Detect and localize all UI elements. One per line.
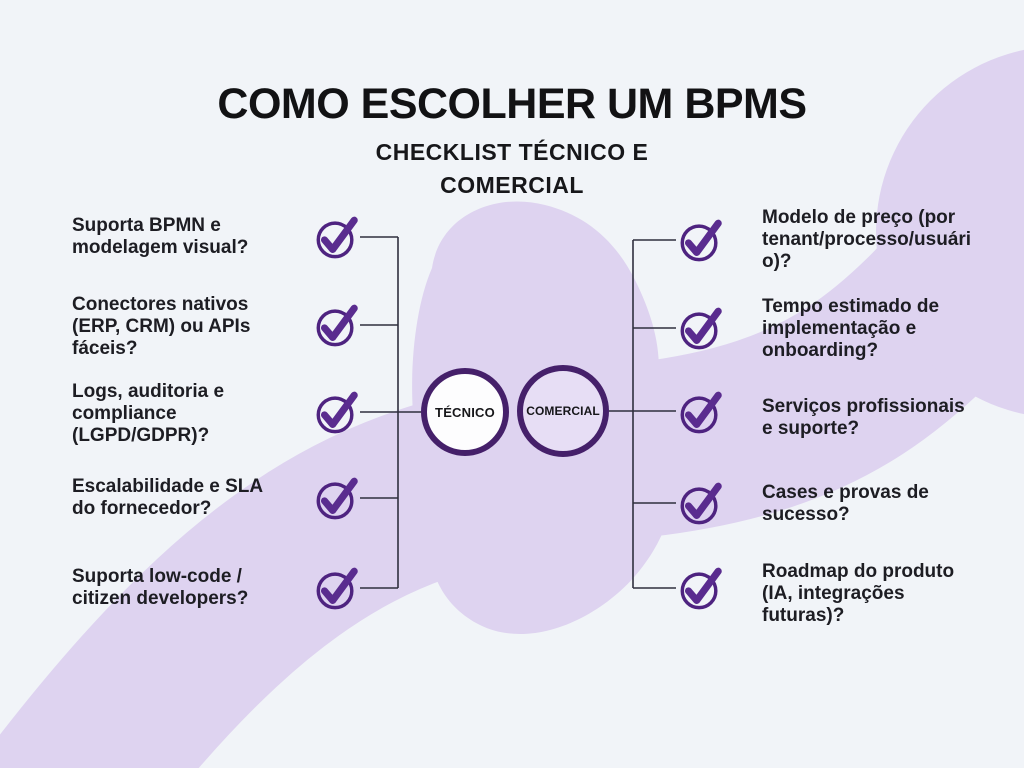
comercial-item-1-label: Modelo de preço (por tenant/processo/usu… <box>762 207 972 272</box>
check-circle-icon <box>316 391 358 434</box>
tecnico-item-1-label: Suporta BPMN e modelagem visual? <box>72 215 249 258</box>
check-circle-icon <box>680 391 722 434</box>
tecnico-circle: TÉCNICO <box>421 368 509 456</box>
check-circle-icon <box>316 216 358 259</box>
check-circle-icon <box>680 219 722 262</box>
subtitle: CHECKLIST TÉCNICO E COMERCIAL <box>0 136 1024 202</box>
main-title: COMO ESCOLHER UM BPMS <box>217 80 807 128</box>
subtitle-line1: CHECKLIST TÉCNICO E <box>375 139 649 165</box>
tecnico-item-5-label: Suporta low-code / citizen developers? <box>72 566 249 609</box>
subtitle-line2: COMERCIAL <box>440 172 584 198</box>
check-circle-icon <box>680 567 722 610</box>
tecnico-item-2-label: Conectores nativos (ERP, CRM) ou APIs fá… <box>72 294 251 359</box>
comercial-item-3-label: Serviços profissionais e suporte? <box>762 396 965 439</box>
tecnico-item-3-label: Logs, auditoria e compliance (LGPD/GDPR)… <box>72 381 225 446</box>
comercial-item-2-label: Tempo estimado de implementação e onboar… <box>762 296 940 361</box>
comercial-item-4-label: Cases e provas de sucesso? <box>762 482 929 525</box>
tecnico-item-4-label: Escalabilidade e SLA do fornecedor? <box>72 476 263 519</box>
check-circle-icon <box>316 304 358 347</box>
comercial-circle: COMERCIAL <box>517 365 609 457</box>
comercial-circle-label: COMERCIAL <box>526 404 600 418</box>
corner-blob <box>876 49 1024 415</box>
check-circle-icon <box>680 307 722 350</box>
tecnico-circle-label: TÉCNICO <box>435 404 495 420</box>
check-circle-icon <box>316 477 358 520</box>
comercial-item-5-label: Roadmap do produto (IA, integrações futu… <box>762 561 955 626</box>
check-circle-icon <box>680 482 722 525</box>
check-circle-icon <box>316 567 358 610</box>
